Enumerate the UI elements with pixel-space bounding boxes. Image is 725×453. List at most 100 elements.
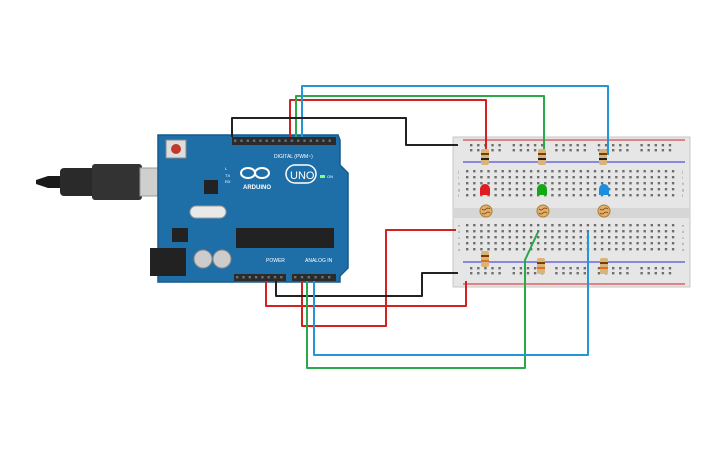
breadboard-hole[interactable]: [586, 170, 590, 173]
breadboard-hole[interactable]: [508, 242, 511, 245]
breadboard-hole[interactable]: [657, 236, 661, 239]
breadboard-hole[interactable]: [512, 149, 515, 152]
breadboard-hole[interactable]: [654, 267, 657, 270]
breadboard-hole[interactable]: [480, 248, 483, 251]
breadboard-hole[interactable]: [558, 182, 561, 185]
breadboard-hole[interactable]: [544, 182, 547, 185]
breadboard-hole[interactable]: [537, 224, 540, 227]
breadboard-hole[interactable]: [640, 144, 643, 147]
breadboard-hole[interactable]: [558, 224, 561, 227]
breadboard-hole[interactable]: [615, 230, 618, 233]
breadboard-hole[interactable]: [629, 170, 632, 173]
breadboard-hole[interactable]: [555, 144, 558, 147]
breadboard-hole[interactable]: [551, 170, 554, 173]
breadboard-hole[interactable]: [565, 236, 568, 239]
breadboard-hole[interactable]: [671, 236, 675, 239]
breadboard-hole[interactable]: [654, 149, 657, 152]
breadboard-hole[interactable]: [466, 236, 469, 239]
breadboard-hole[interactable]: [494, 242, 497, 245]
breadboard-hole[interactable]: [657, 170, 661, 173]
breadboard-hole[interactable]: [526, 149, 530, 152]
breadboard-hole[interactable]: [252, 139, 256, 142]
breadboard-hole[interactable]: [615, 236, 618, 239]
breadboard-hole[interactable]: [664, 176, 668, 179]
breadboard-hole[interactable]: [515, 194, 519, 197]
breadboard-hole[interactable]: [636, 230, 639, 233]
photoresistor-green[interactable]: [536, 204, 550, 218]
breadboard-hole[interactable]: [629, 224, 632, 227]
breadboard-hole[interactable]: [629, 182, 632, 185]
breadboard-hole[interactable]: [661, 272, 665, 275]
breadboard-hole[interactable]: [522, 248, 526, 251]
breadboard-hole[interactable]: [647, 149, 650, 152]
breadboard-hole[interactable]: [583, 267, 586, 270]
breadboard-hole[interactable]: [622, 230, 625, 233]
breadboard-hole[interactable]: [668, 149, 672, 152]
breadboard-hole[interactable]: [643, 236, 646, 239]
breadboard-hole[interactable]: [600, 248, 604, 251]
breadboard-hole[interactable]: [629, 248, 632, 251]
breadboard-hole[interactable]: [664, 194, 668, 197]
breadboard-hole[interactable]: [650, 188, 653, 191]
breadboard-hole[interactable]: [473, 248, 476, 251]
breadboard-hole[interactable]: [529, 188, 533, 191]
breadboard-hole[interactable]: [501, 230, 504, 233]
breadboard-hole[interactable]: [533, 267, 537, 270]
breadboard-hole[interactable]: [529, 230, 533, 233]
breadboard-hole[interactable]: [512, 267, 515, 270]
breadboard-hole[interactable]: [640, 149, 643, 152]
breadboard-hole[interactable]: [487, 170, 490, 173]
breadboard-hole[interactable]: [576, 144, 579, 147]
breadboard-hole[interactable]: [487, 230, 490, 233]
breadboard-hole[interactable]: [498, 267, 501, 270]
breadboard-hole[interactable]: [480, 176, 483, 179]
breadboard-hole[interactable]: [480, 194, 483, 197]
breadboard-hole[interactable]: [593, 230, 597, 233]
wire-red-bottom[interactable]: [265, 281, 467, 307]
breadboard-hole[interactable]: [261, 276, 264, 279]
breadboard-hole[interactable]: [593, 182, 597, 185]
breadboard-hole[interactable]: [551, 188, 554, 191]
breadboard-hole[interactable]: [586, 188, 590, 191]
breadboard-hole[interactable]: [671, 182, 675, 185]
breadboard-hole[interactable]: [650, 176, 653, 179]
breadboard-hole[interactable]: [501, 194, 504, 197]
breadboard-hole[interactable]: [544, 176, 547, 179]
breadboard-hole[interactable]: [512, 144, 515, 147]
breadboard-hole[interactable]: [544, 236, 547, 239]
breadboard-hole[interactable]: [494, 248, 497, 251]
breadboard-hole[interactable]: [551, 236, 554, 239]
breadboard-hole[interactable]: [664, 242, 668, 245]
breadboard-hole[interactable]: [484, 272, 487, 275]
resistors-bottom[interactable]: [481, 251, 608, 274]
breadboard-hole[interactable]: [470, 267, 473, 270]
breadboard-hole[interactable]: [657, 194, 661, 197]
breadboard-hole[interactable]: [562, 149, 565, 152]
breadboard-hole[interactable]: [593, 236, 597, 239]
analog-pin-header[interactable]: [292, 274, 336, 281]
wire-green-bottom[interactable]: [306, 231, 539, 369]
breadboard-hole[interactable]: [593, 248, 597, 251]
breadboard-hole[interactable]: [650, 248, 653, 251]
breadboard-hole[interactable]: [246, 139, 249, 142]
breadboard-hole[interactable]: [629, 188, 632, 191]
breadboard-hole[interactable]: [529, 170, 533, 173]
breadboard-hole[interactable]: [321, 276, 324, 279]
breadboard-hole[interactable]: [328, 276, 331, 279]
wire-green-top[interactable]: [295, 95, 545, 155]
breadboard-hole[interactable]: [533, 144, 537, 147]
breadboard-hole[interactable]: [619, 272, 622, 275]
breadboard-hole[interactable]: [508, 170, 511, 173]
breadboard-hole[interactable]: [533, 149, 537, 152]
resistor-blue-led[interactable]: [599, 149, 607, 165]
breadboard-hole[interactable]: [657, 224, 661, 227]
leds[interactable]: [480, 184, 609, 195]
breadboard-hole[interactable]: [466, 224, 469, 227]
breadboard-hole[interactable]: [657, 230, 661, 233]
breadboard-hole[interactable]: [315, 139, 319, 142]
breadboard-hole[interactable]: [612, 272, 615, 275]
breadboard-hole[interactable]: [526, 272, 530, 275]
breadboard-hole[interactable]: [487, 242, 490, 245]
breadboard-hole[interactable]: [579, 224, 582, 227]
